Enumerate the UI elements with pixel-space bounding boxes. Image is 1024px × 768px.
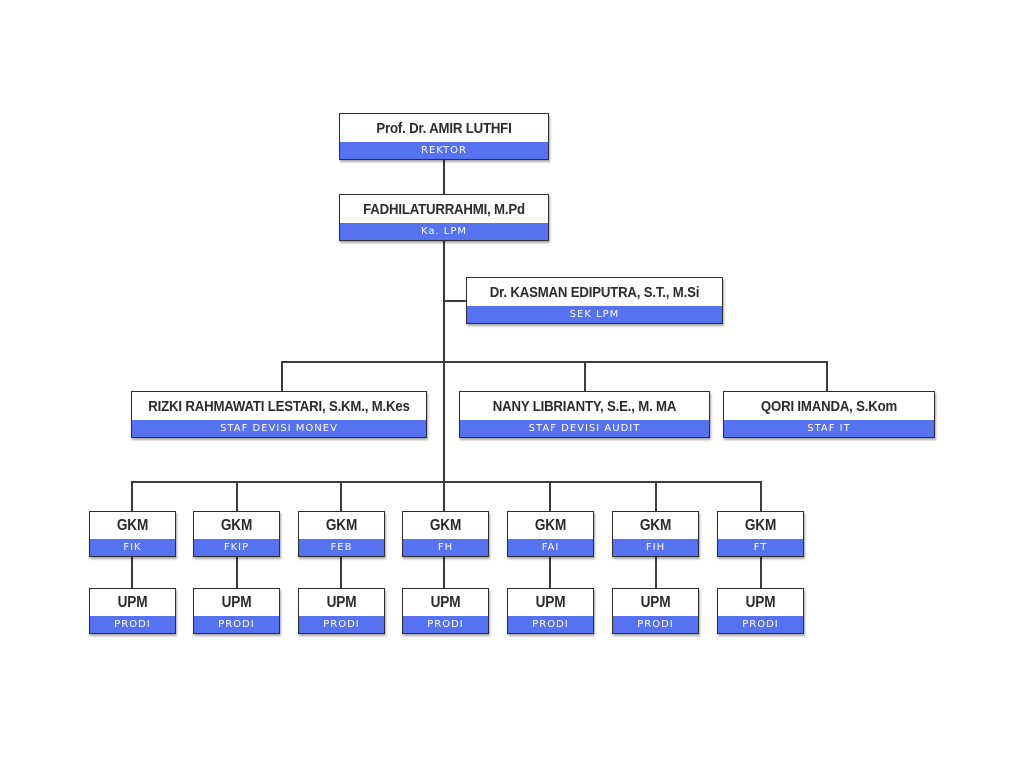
connector-upm-5 — [549, 556, 551, 589]
connector-gkm-3 — [340, 481, 342, 512]
connector-upm-7 — [760, 556, 762, 589]
node-name: GKM — [744, 516, 777, 534]
node-role: FKIP — [194, 539, 279, 556]
node-ka-lpm: FADHILATURRAHMI, M.Pd Ka. LPM — [339, 194, 549, 241]
node-role: SEK LPM — [467, 306, 722, 323]
node-name: UPM — [430, 593, 461, 611]
node-name: UPM — [326, 593, 357, 611]
connector-upm-6 — [655, 556, 657, 589]
node-upm: UPM PRODI — [402, 588, 489, 634]
node-role: REKTOR — [340, 142, 548, 159]
node-upm: UPM PRODI — [89, 588, 176, 634]
connector-gkm-bar — [131, 481, 762, 483]
connector-staff-audit — [584, 361, 586, 392]
node-sek-lpm: Dr. KASMAN EDIPUTRA, S.T., M.Si SEK LPM — [466, 277, 723, 324]
node-role: PRODI — [718, 616, 803, 633]
node-role: FAI — [508, 539, 593, 556]
connector-upm-2 — [236, 556, 238, 589]
node-role: PRODI — [90, 616, 175, 633]
connector-upm-1 — [131, 556, 133, 589]
connector-gkm-1 — [131, 481, 133, 512]
node-upm: UPM PRODI — [193, 588, 280, 634]
node-rektor: Prof. Dr. AMIR LUTHFI REKTOR — [339, 113, 549, 160]
connector-main-spine — [443, 159, 445, 511]
node-role: PRODI — [613, 616, 698, 633]
node-role: PRODI — [299, 616, 384, 633]
node-name: GKM — [220, 516, 253, 534]
node-upm: UPM PRODI — [612, 588, 699, 634]
node-name: UPM — [221, 593, 252, 611]
node-name: GKM — [429, 516, 462, 534]
node-name: RIZKI RAHMAWATI LESTARI, S.KM., M.Kes — [148, 397, 410, 415]
connector-gkm-6 — [655, 481, 657, 512]
node-role: PRODI — [194, 616, 279, 633]
node-staf-monev: RIZKI RAHMAWATI LESTARI, S.KM., M.Kes ST… — [131, 391, 427, 438]
node-gkm: GKM FEB — [298, 511, 385, 557]
connector-gkm-7 — [760, 481, 762, 512]
node-role: STAF IT — [724, 420, 934, 437]
node-role: FT — [718, 539, 803, 556]
node-gkm: GKM FIK — [89, 511, 176, 557]
connector-upm-4 — [443, 556, 445, 589]
node-role: FIH — [613, 539, 698, 556]
connector-staff-monev — [281, 361, 283, 392]
node-upm: UPM PRODI — [298, 588, 385, 634]
node-gkm: GKM FT — [717, 511, 804, 557]
node-staf-it: QORI IMANDA, S.Kom STAF IT — [723, 391, 935, 438]
node-name: UPM — [117, 593, 148, 611]
node-name: FADHILATURRAHMI, M.Pd — [363, 200, 525, 218]
node-role: FIK — [90, 539, 175, 556]
connector-gkm-5 — [549, 481, 551, 512]
node-role: Ka. LPM — [340, 223, 548, 240]
node-role: STAF DEVISI AUDIT — [460, 420, 709, 437]
node-name: UPM — [640, 593, 671, 611]
node-name: NANY LIBRIANTY, S.E., M. MA — [492, 397, 677, 415]
node-role: PRODI — [403, 616, 488, 633]
node-gkm: GKM FKIP — [193, 511, 280, 557]
node-name: UPM — [535, 593, 566, 611]
connector-staff-bar — [281, 361, 828, 363]
connector-upm-3 — [340, 556, 342, 589]
node-role: FH — [403, 539, 488, 556]
node-name: Dr. KASMAN EDIPUTRA, S.T., M.Si — [489, 283, 700, 301]
node-staf-audit: NANY LIBRIANTY, S.E., M. MA STAF DEVISI … — [459, 391, 710, 438]
connector-staff-it — [826, 361, 828, 392]
node-name: GKM — [639, 516, 672, 534]
node-role: PRODI — [508, 616, 593, 633]
node-gkm: GKM FH — [402, 511, 489, 557]
node-role: STAF DEVISI MONEV — [132, 420, 426, 437]
node-name: Prof. Dr. AMIR LUTHFI — [376, 119, 512, 137]
node-gkm: GKM FAI — [507, 511, 594, 557]
connector-sek-lpm — [444, 300, 468, 302]
node-name: GKM — [116, 516, 149, 534]
node-name: UPM — [745, 593, 776, 611]
node-gkm: GKM FIH — [612, 511, 699, 557]
node-name: GKM — [534, 516, 567, 534]
node-role: FEB — [299, 539, 384, 556]
node-upm: UPM PRODI — [717, 588, 804, 634]
node-name: QORI IMANDA, S.Kom — [760, 397, 898, 415]
connector-gkm-2 — [236, 481, 238, 512]
node-upm: UPM PRODI — [507, 588, 594, 634]
node-name: GKM — [325, 516, 358, 534]
